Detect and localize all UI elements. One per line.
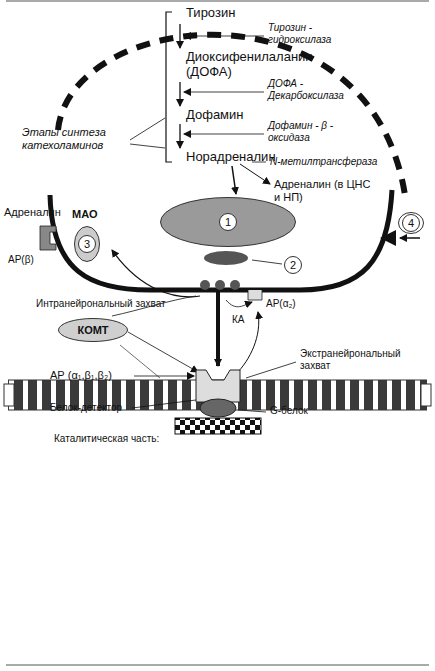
postsynaptic-receptor	[196, 370, 240, 402]
organelle-ellipse: 1	[160, 197, 296, 247]
enzyme-name: Тирозин - гидроксилаза	[268, 22, 350, 45]
dashed-terminal-outline	[58, 35, 405, 195]
presynaptic-membrane	[50, 190, 392, 290]
substance-name: Диоксифенилаланин (ДОФА)	[186, 50, 311, 80]
substance-name: Норадреналин	[186, 150, 276, 165]
part-name: G-белок	[270, 405, 308, 417]
substance-name: Дофамин	[186, 108, 243, 123]
mao-enzyme: МАО3	[74, 226, 100, 262]
receptor-name: АР(β)	[8, 254, 34, 266]
substance-name: Тирозин	[186, 6, 235, 21]
page-rule	[6, 665, 429, 666]
part-name: Белок-детектор	[50, 402, 122, 414]
beta-receptor	[40, 226, 56, 250]
enzyme-name: N-метилтрансфераза	[270, 156, 377, 168]
uptake-label: Интранейрональный захват	[36, 298, 166, 310]
comt-enzyme: КОМТ	[58, 318, 128, 342]
receptor-name: АР(α₂)	[266, 298, 296, 310]
node-heading: МАО	[72, 208, 98, 220]
g-protein	[200, 399, 236, 417]
vesicle	[204, 251, 248, 265]
callout-number: 4	[402, 214, 420, 232]
node-text: КОМТ	[77, 324, 108, 336]
page-rule	[6, 1, 429, 2]
part-name: Каталитическая часть:	[54, 433, 159, 445]
callout-number: 1	[219, 213, 237, 231]
receptor-name: АР (α₁,β₁,β₂)	[50, 369, 112, 382]
uptake-label: Экстранейрональный захват	[300, 348, 410, 371]
substance-name: Адреналин	[4, 206, 61, 219]
enzyme-name: Дофамин - β - оксидаза	[268, 120, 346, 143]
catalytic-part	[175, 418, 261, 434]
substance-name: Адреналин (в ЦНС и НП)	[274, 178, 374, 203]
callout-number: 3	[78, 235, 96, 253]
substance-abbrev: КА	[232, 314, 245, 326]
stage-note: Этапы синтеза катехоламинов	[22, 126, 130, 151]
bracket	[166, 12, 172, 162]
enzyme-name: ДОФА - Декарбоксилаза	[268, 78, 358, 101]
receptor-callout: 4	[398, 212, 424, 234]
callout-number: 2	[284, 256, 302, 274]
